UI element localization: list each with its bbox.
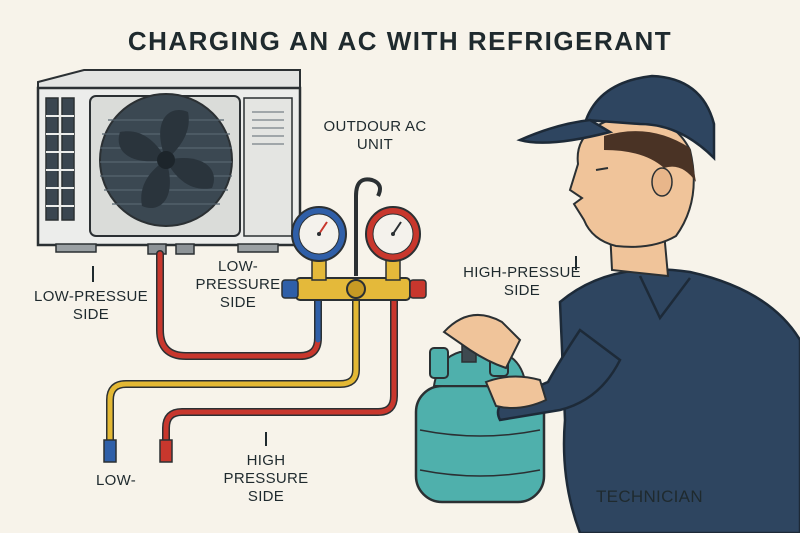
refrigerant-cylinder-icon <box>414 339 546 504</box>
pointer-high-pressure-right <box>575 256 577 270</box>
label-low-pressure-left: LOW-PRESSUE SIDE <box>34 288 148 323</box>
label-high-pressure-bottom: HIGH PRESSURE SIDE <box>223 452 309 505</box>
hoses <box>106 250 398 449</box>
pointer-high-pressure-bottom <box>265 432 267 446</box>
page-title: CHARGING AN AC WITH REFRIGERANT <box>127 26 673 56</box>
manifold-gauge-icon <box>281 177 427 301</box>
technician-icon <box>442 74 800 533</box>
label-low-bottom: LOW- <box>96 472 137 489</box>
label-high-pressure-right: HIGH-PRESSUE SIDE <box>463 264 581 299</box>
outdoor-ac-unit-icon <box>36 69 302 255</box>
pointer-low-pressure-left <box>92 266 94 282</box>
label-low-pressure-center: LOW- PRESSURE SIDE <box>195 258 281 311</box>
label-outdoor-ac-unit: OUTDOUR AC UNIT <box>323 118 427 153</box>
label-technician: TECHNICIAN <box>596 487 703 506</box>
